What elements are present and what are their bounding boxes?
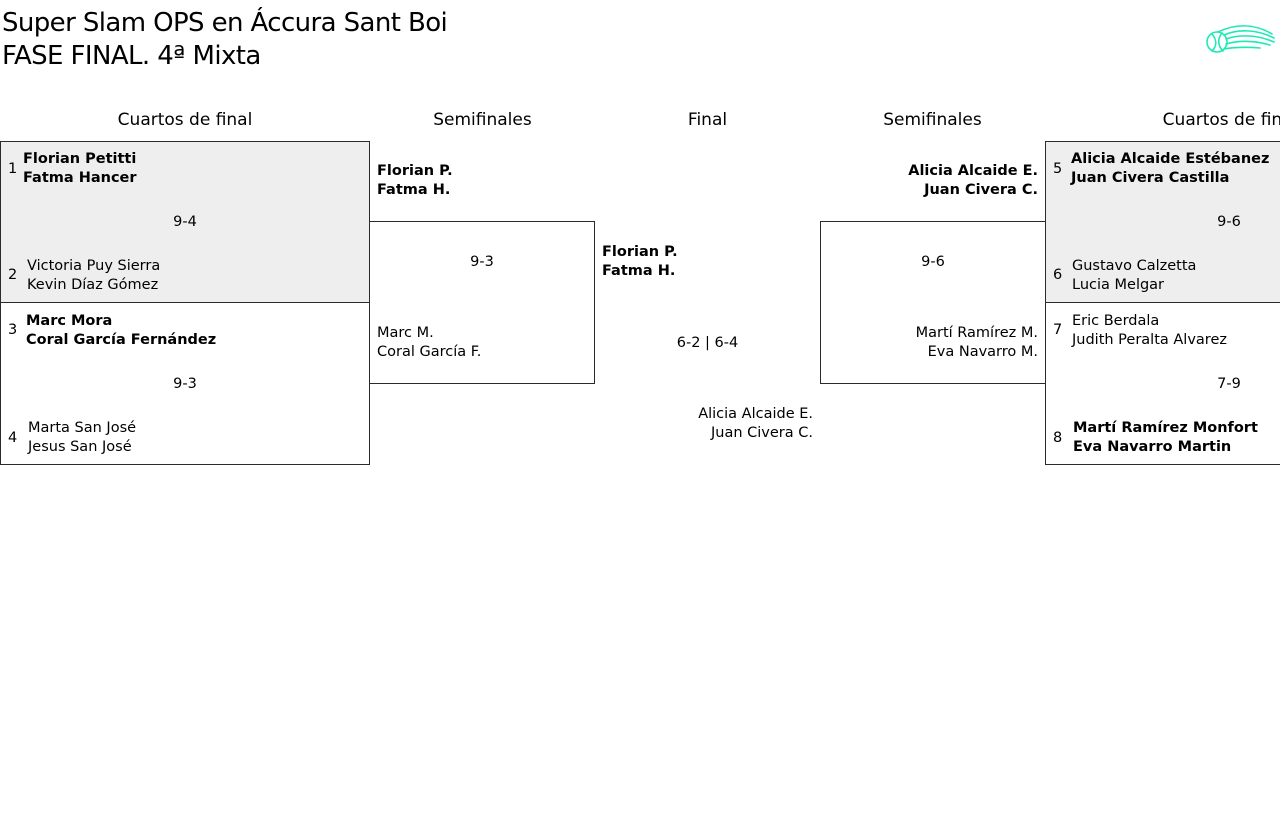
player-name: Judith Peralta Alvarez <box>1072 332 1227 348</box>
left-quarterfinal-match-2: 3 Marc Mora Coral García Fernández 9-3 4… <box>0 302 370 465</box>
match-score: 9-3 <box>173 376 197 392</box>
player-name: Coral García Fernández <box>26 332 217 348</box>
player-name: Fatma Hancer <box>23 170 137 186</box>
team-loser: Martí Ramírez M. Eva Navarro M. <box>831 324 1038 362</box>
player-name: Kevin Díaz Gómez <box>27 277 159 293</box>
tennis-ball-comet-icon <box>1206 25 1275 53</box>
match-score: 9-4 <box>173 214 197 230</box>
final-team-winner: Florian P. Fatma H. <box>602 243 678 281</box>
player-name: Juan Civera C. <box>711 425 813 441</box>
match-score: 9-6 <box>1217 214 1241 230</box>
player-name: Alicia Alcaide E. <box>698 406 813 422</box>
player-name: Florian P. <box>377 163 453 179</box>
seed-number: 4 <box>8 430 18 446</box>
player-name: Alicia Alcaide Estébanez <box>1071 151 1270 167</box>
seed-number: 6 <box>1053 267 1063 283</box>
player-name: Jesus San José <box>28 439 132 455</box>
right-semifinal-match: 9-6 Martí Ramírez M. Eva Navarro M. <box>820 221 1046 384</box>
seed-number: 2 <box>8 267 18 283</box>
player-name: Victoria Puy Sierra <box>27 258 161 274</box>
match-score: 9-3 <box>470 254 494 270</box>
seed-number: 1 <box>8 161 18 177</box>
team-winner: Martí Ramírez Monfort Eva Navarro Martin <box>1073 419 1258 457</box>
round-header-left-semis: Semifinales <box>433 110 532 130</box>
team-winner: Marc Mora Coral García Fernández <box>26 312 216 350</box>
player-name: Eva Navarro Martin <box>1073 439 1232 455</box>
round-header-left-quarters: Cuartos de final <box>117 110 253 130</box>
tournament-name: Super Slam OPS en Áccura Sant Boi <box>2 8 448 38</box>
player-name: Martí Ramírez Monfort <box>1073 420 1258 436</box>
right-quarterfinal-match-2: 7 Eric Berdala Judith Peralta Alvarez 7-… <box>1045 302 1280 465</box>
seed-number: 8 <box>1053 430 1063 446</box>
player-name: Fatma H. <box>377 182 451 198</box>
player-name: Juan Civera C. <box>924 182 1038 198</box>
round-header-right-semis: Semifinales <box>883 110 982 130</box>
player-name: Marc Mora <box>26 313 113 329</box>
left-semifinal-match: 9-3 Marc M. Coral García F. <box>369 221 595 384</box>
team-loser: Victoria Puy Sierra Kevin Díaz Gómez <box>27 257 160 295</box>
team-loser: Marta San José Jesus San José <box>28 419 136 457</box>
seed-number: 5 <box>1053 161 1063 177</box>
team-winner: Florian Petitti Fatma Hancer <box>23 150 137 188</box>
match-score: 9-6 <box>921 254 945 270</box>
player-name: Martí Ramírez M. <box>915 325 1038 341</box>
right-semifinal-team-winner: Alicia Alcaide E. Juan Civera C. <box>830 162 1038 200</box>
player-name: Florian P. <box>602 244 678 260</box>
player-name: Eva Navarro M. <box>927 344 1038 360</box>
player-name: Lucia Melgar <box>1072 277 1165 293</box>
left-quarterfinal-match-1: 1 Florian Petitti Fatma Hancer 9-4 2 Vic… <box>0 141 370 303</box>
seed-number: 3 <box>8 322 18 338</box>
player-name: Eric Berdala <box>1072 313 1160 329</box>
player-name: Fatma H. <box>602 263 676 279</box>
phase-name: FASE FINAL. 4ª Mixta <box>2 41 261 71</box>
right-quarterfinal-match-1: 5 Alicia Alcaide Estébanez Juan Civera C… <box>1045 141 1280 303</box>
team-loser: Gustavo Calzetta Lucia Melgar <box>1072 257 1196 295</box>
final-team-loser: Alicia Alcaide E. Juan Civera C. <box>620 405 813 443</box>
player-name: Marc M. <box>377 325 434 341</box>
team-loser: Eric Berdala Judith Peralta Alvarez <box>1072 312 1227 350</box>
team-loser: Marc M. Coral García F. <box>377 324 481 362</box>
player-name: Alicia Alcaide E. <box>908 163 1038 179</box>
round-header-right-quarters: Cuartos de final <box>1162 110 1280 130</box>
round-header-final: Final <box>687 110 728 130</box>
left-semifinal-team-winner: Florian P. Fatma H. <box>377 162 453 200</box>
player-name: Coral García F. <box>377 344 482 360</box>
match-score: 7-9 <box>1217 376 1241 392</box>
player-name: Juan Civera Castilla <box>1071 170 1230 186</box>
player-name: Gustavo Calzetta <box>1072 258 1197 274</box>
seed-number: 7 <box>1053 322 1063 338</box>
final-match-score: 6-2 | 6-4 <box>676 335 739 351</box>
player-name: Florian Petitti <box>23 151 137 167</box>
page-title: Super Slam OPS en Áccura Sant Boi FASE F… <box>2 7 448 73</box>
player-name: Marta San José <box>28 420 137 436</box>
team-winner: Alicia Alcaide Estébanez Juan Civera Cas… <box>1071 150 1269 188</box>
